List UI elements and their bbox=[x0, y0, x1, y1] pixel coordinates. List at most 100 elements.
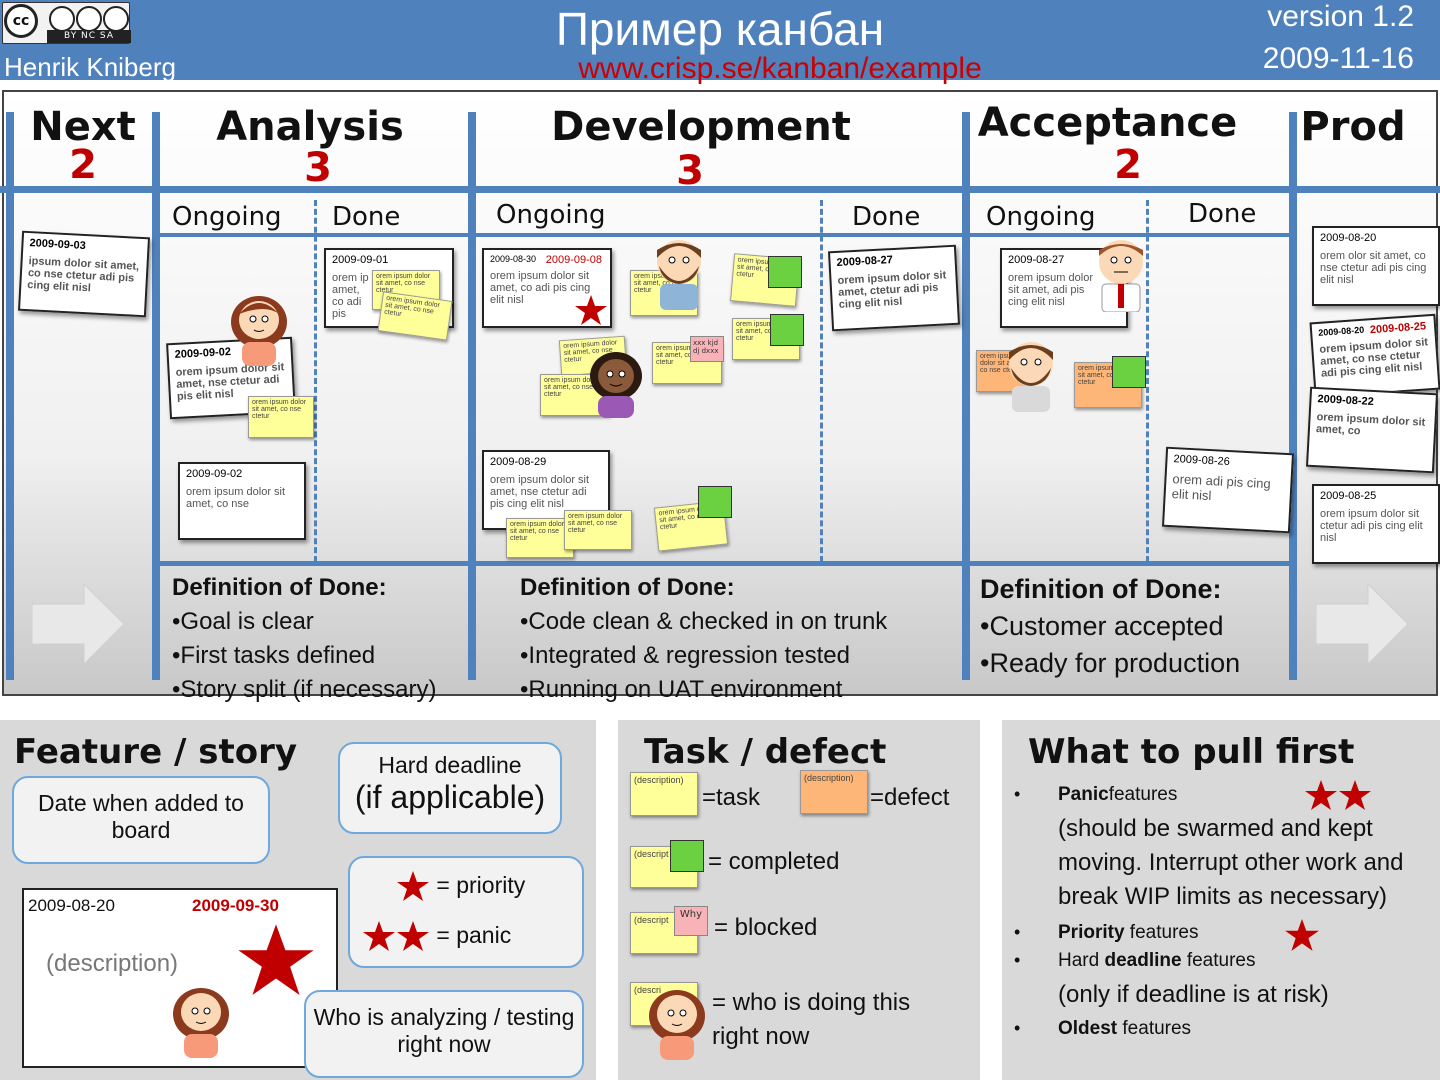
avatar-bearded-man-icon bbox=[657, 240, 701, 310]
blocked-marker: Why bbox=[674, 906, 708, 936]
callout-text: (if applicable) bbox=[354, 779, 546, 815]
legend-who-label: = who is doing this right now bbox=[712, 986, 910, 1054]
card-description: orem ip amet, co adi pis bbox=[332, 272, 369, 320]
card-date: 2009-08-27 bbox=[836, 254, 894, 269]
completed-marker bbox=[1112, 356, 1146, 388]
story-card[interactable]: 2009-09-02 orem ipsum dolor sit amet, co… bbox=[178, 462, 306, 540]
avatar-woman-icon bbox=[649, 990, 705, 1060]
dod-item: •Code clean & checked in on trunk bbox=[520, 608, 888, 635]
header-row-divider bbox=[0, 186, 1440, 193]
card-description: ipsum dolor sit amet, co nse ctetur adi … bbox=[27, 255, 140, 295]
legend-card-description: (description) bbox=[46, 950, 179, 977]
priority-star-icon bbox=[575, 295, 607, 325]
card-date: 2009-09-03 bbox=[29, 237, 87, 253]
avatar-woman-icon bbox=[173, 988, 229, 1058]
story-card[interactable]: 2009-08-27 orem ipsum dolor sit amet, ct… bbox=[827, 244, 961, 332]
analysis-ongoing-label: Ongoing bbox=[172, 202, 282, 232]
pull-rest: features bbox=[1124, 922, 1199, 943]
subheader-divider bbox=[476, 233, 962, 237]
story-card[interactable]: 2009-08-30 2009-09-08 orem ipsum dolor s… bbox=[482, 248, 612, 328]
column-divider bbox=[1289, 112, 1297, 680]
dod-item: •Goal is clear bbox=[172, 608, 314, 635]
list-bullet: • bbox=[1014, 784, 1021, 804]
pull-order-list: • Panicfeatures (should be swarmed and k… bbox=[1014, 780, 1438, 1046]
task-sticky[interactable]: orem ipsum dolor sit amet, co nse ctetur bbox=[564, 510, 632, 550]
pull-item-oldest: • Oldest features bbox=[1014, 1018, 1438, 1046]
dod-item-text: Running on UAT environment bbox=[528, 676, 843, 703]
development-ongoing-label: Ongoing bbox=[496, 200, 606, 230]
card-description: orem ipsum dolor sit ctetur adi pis cing… bbox=[1320, 508, 1423, 544]
legend-card-deadline: 2009-09-30 bbox=[192, 896, 279, 915]
dod-item: •Ready for production bbox=[980, 648, 1241, 678]
dod-heading: Definition of Done: bbox=[520, 574, 735, 601]
story-card[interactable]: 2009-08-22 orem ipsum dolor sit amet, co bbox=[1305, 386, 1439, 474]
legend-task-title: Task / defect bbox=[644, 732, 887, 772]
legend-who-text: = who is doing this bbox=[712, 989, 911, 1016]
source-url[interactable]: www.crisp.se/kanban/example bbox=[578, 52, 982, 85]
completed-marker bbox=[770, 314, 804, 346]
analysis-done-label: Done bbox=[332, 202, 401, 232]
subheader-divider bbox=[970, 233, 1289, 237]
pull-bold: Panic bbox=[1058, 784, 1109, 805]
pull-bold: deadline bbox=[1104, 950, 1182, 971]
story-card[interactable]: 2009-08-20 2009-08-25 orem ipsum dolor s… bbox=[1309, 313, 1440, 399]
by-icon bbox=[49, 6, 75, 32]
card-date: 2009-08-27 bbox=[1008, 254, 1065, 266]
blocked-marker: xxx kjd dj dxxx bbox=[690, 336, 724, 362]
pull-rest: features bbox=[1181, 950, 1256, 971]
legend-pull-title: What to pull first bbox=[1028, 732, 1355, 772]
dod-heading: Definition of Done: bbox=[172, 574, 387, 601]
column-divider bbox=[152, 112, 160, 680]
story-card[interactable]: 2009-09-03 ipsum dolor sit amet, co nse … bbox=[17, 230, 151, 318]
callout-hard-deadline: Hard deadline (if applicable) bbox=[338, 742, 562, 834]
ongoing-done-separator bbox=[820, 200, 823, 562]
story-card[interactable]: 2009-08-20 orem olor sit amet, co nse ct… bbox=[1312, 226, 1440, 306]
page-title: Пример канбан bbox=[555, 3, 885, 55]
priority-star-icon bbox=[1285, 919, 1319, 951]
column-divider bbox=[6, 112, 14, 680]
dod-item-text: Goal is clear bbox=[180, 608, 314, 635]
card-date: 2009-09-01 bbox=[332, 254, 389, 266]
dod-item-text: Integrated & regression tested bbox=[528, 642, 850, 669]
dod-item: •First tasks defined bbox=[172, 642, 376, 669]
card-date: 2009-08-26 bbox=[1173, 453, 1231, 469]
card-description: orem ipsum dolor sit amet, co nse ctetur… bbox=[1319, 336, 1429, 380]
callout-who-analyzing: Who is analyzing / testing right now bbox=[304, 990, 584, 1078]
acceptance-dod: Definition of Done: •Customer accepted •… bbox=[980, 574, 1290, 679]
pull-bold: Oldest bbox=[1058, 1018, 1118, 1039]
card-description: orem olor sit amet, co nse ctetur adi pi… bbox=[1320, 250, 1427, 286]
task-sticky[interactable]: orem ipsum dolor sit amet, co nse ctetur bbox=[248, 396, 314, 438]
priority-label: = priority bbox=[436, 872, 526, 899]
card-description: orem ipsum dolor sit amet, nse ctetur ad… bbox=[490, 474, 590, 510]
legend-defect-sticky: (description) bbox=[800, 770, 868, 814]
legend-defect-label: =defect bbox=[870, 784, 950, 811]
card-date: 2009-08-20 bbox=[1320, 232, 1377, 244]
author-name: Henrik Kniberg bbox=[4, 52, 176, 82]
pull-pre: Hard bbox=[1058, 950, 1105, 971]
priority-star-icon bbox=[397, 871, 429, 901]
acceptance-done-label: Done bbox=[1188, 199, 1257, 229]
sa-icon bbox=[103, 6, 129, 32]
pull-bold: Priority bbox=[1058, 922, 1125, 943]
dod-divider bbox=[476, 561, 962, 566]
pull-item-text: Panicfeatures bbox=[1058, 784, 1177, 806]
pull-rest: features bbox=[1117, 1018, 1192, 1039]
task-sticky[interactable]: orem ipsum dolor sit amet, co nse ctetur bbox=[506, 518, 574, 558]
pull-item-text: Priority features bbox=[1058, 922, 1198, 944]
column-prod-title: Prod bbox=[1300, 104, 1406, 150]
pull-item-text: Hard deadline features bbox=[1058, 950, 1255, 972]
story-card[interactable]: 2009-08-25 orem ipsum dolor sit ctetur a… bbox=[1312, 484, 1440, 564]
avatar-bearded-man-icon bbox=[1009, 342, 1053, 412]
card-description: orem ipsum dolor sit amet, ctetur adi pi… bbox=[837, 269, 947, 311]
pull-item-priority: • Priority features bbox=[1014, 919, 1438, 951]
panic-star-icon bbox=[363, 921, 395, 951]
flow-arrow-icon bbox=[32, 584, 124, 664]
list-bullet: • bbox=[1014, 950, 1021, 970]
ongoing-done-separator bbox=[1146, 200, 1149, 562]
legend-task-sticky: (description) bbox=[630, 772, 698, 816]
panic-label: = panic bbox=[436, 922, 512, 949]
card-description: orem ipsum dolor sit amet, adi pis cing … bbox=[1008, 272, 1093, 308]
story-card[interactable]: 2009-08-26 orem adi pis cing elit nisl bbox=[1161, 446, 1295, 534]
development-done-label: Done bbox=[852, 202, 921, 232]
column-acceptance-title: Acceptance bbox=[977, 100, 1238, 146]
